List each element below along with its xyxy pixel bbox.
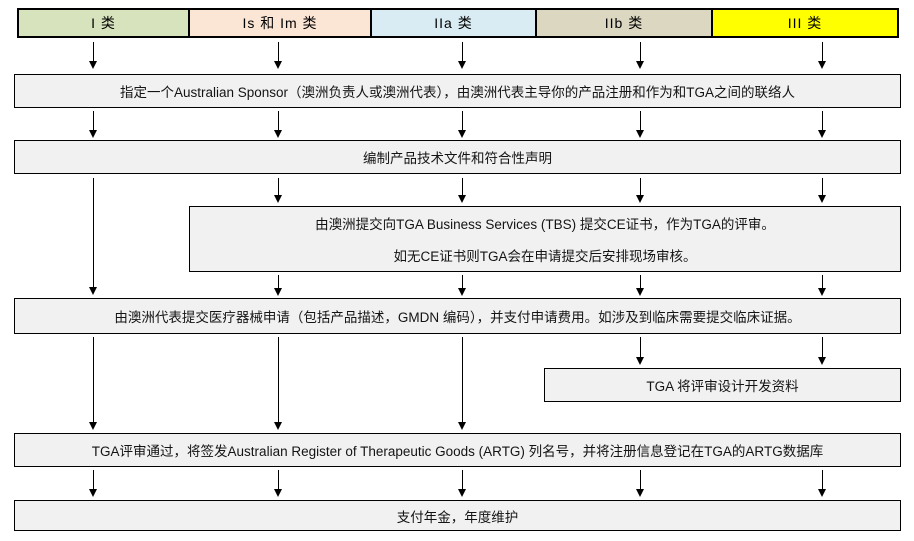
category-III: III 类 — [711, 8, 899, 38]
arrow-down-icon — [817, 470, 829, 497]
step-annual-fee: 支付年金，年度维护 — [14, 500, 901, 531]
ce-submission-line2: 如无CE证书则TGA会在申请提交后安排现场审核。 — [393, 249, 697, 264]
arrow-down-icon — [817, 178, 829, 203]
step-technical-documentation: 编制产品技术文件和符合性声明 — [14, 140, 901, 174]
arrow-down-icon — [457, 275, 469, 296]
arrow-down-icon — [635, 470, 647, 497]
arrow-down-icon — [457, 111, 469, 138]
arrow-down-icon — [273, 470, 285, 497]
arrow-down-icon — [273, 178, 285, 203]
arrow-down-icon — [817, 111, 829, 138]
arrow-down-icon — [457, 42, 469, 69]
step-artg-listing: TGA评审通过，将签发Australian Register of Therap… — [14, 433, 901, 467]
step-ce-certificate-submission: 由澳洲提交向TGA Business Services (TBS) 提交CE证书… — [189, 206, 901, 272]
arrow-down-icon — [635, 275, 647, 296]
arrow-down-icon — [88, 178, 100, 295]
arrow-down-icon — [88, 111, 100, 138]
arrow-down-icon — [457, 178, 469, 203]
step-design-review: TGA 将评审设计开发资料 — [544, 368, 901, 402]
arrow-down-icon — [635, 178, 647, 203]
arrow-down-icon — [635, 337, 647, 365]
ce-submission-line1: 由澳洲提交向TGA Business Services (TBS) 提交CE证书… — [315, 217, 775, 232]
arrow-down-icon — [273, 42, 285, 69]
arrow-down-icon — [88, 470, 100, 497]
arrow-down-icon — [273, 275, 285, 296]
arrow-down-icon — [817, 337, 829, 365]
category-IIb: IIb 类 — [535, 8, 713, 38]
arrow-down-icon — [817, 42, 829, 69]
arrow-down-icon — [88, 42, 100, 69]
arrow-down-icon — [273, 337, 285, 430]
arrow-down-icon — [817, 275, 829, 296]
category-I: I 类 — [17, 8, 190, 38]
arrow-down-icon — [88, 337, 100, 430]
arrow-down-icon — [273, 111, 285, 138]
step-appoint-sponsor: 指定一个Australian Sponsor（澳洲负责人或澳洲代表），由澳洲代表… — [14, 74, 901, 108]
category-IIa: IIa 类 — [370, 8, 537, 38]
arrow-down-icon — [457, 337, 469, 430]
step-device-application: 由澳洲代表提交医疗器械申请（包括产品描述，GMDN 编码），并支付申请费用。如涉… — [14, 298, 901, 334]
arrow-down-icon — [635, 111, 647, 138]
arrow-down-icon — [457, 470, 469, 497]
arrow-down-icon — [635, 42, 647, 69]
category-Is-Im: Is 和 Im 类 — [188, 8, 372, 38]
